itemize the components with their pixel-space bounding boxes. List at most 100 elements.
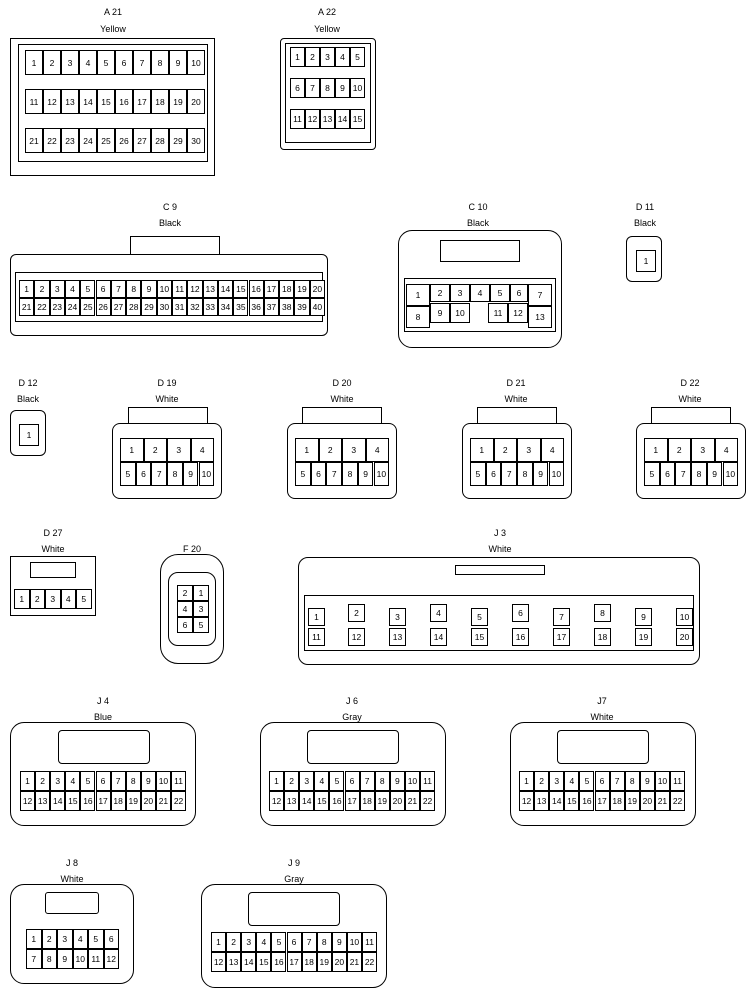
pin-cell: 10 bbox=[676, 608, 693, 626]
pin-cell: 7 bbox=[528, 284, 552, 306]
connector-color: Black bbox=[158, 218, 182, 228]
pin-cell: 15 bbox=[471, 628, 488, 646]
pin-cell: 1 bbox=[26, 929, 42, 949]
pin-cell: 13 bbox=[35, 791, 51, 811]
pin-cell: 12 bbox=[20, 791, 36, 811]
pin-cell: 18 bbox=[151, 89, 169, 114]
pin-cell: 26 bbox=[115, 128, 133, 153]
pin-cell: 10 bbox=[72, 949, 88, 969]
pin-cell: 17 bbox=[133, 89, 151, 114]
pin-cell: 14 bbox=[241, 952, 257, 972]
connector-id: D 20 bbox=[332, 378, 352, 388]
pin-cell: 8 bbox=[151, 50, 169, 75]
pin-cell: 33 bbox=[202, 298, 218, 316]
housing-inner bbox=[168, 572, 216, 646]
pin-cell: 17 bbox=[594, 791, 610, 811]
pin-cell: 32 bbox=[187, 298, 203, 316]
pin-cell: 1 bbox=[193, 585, 209, 601]
pin-cell: 13 bbox=[389, 628, 406, 646]
pin-cell: 14 bbox=[430, 628, 447, 646]
pin-cell: 14 bbox=[299, 791, 315, 811]
pin-cell: 19 bbox=[624, 791, 640, 811]
pin-cell: 3 bbox=[167, 438, 191, 462]
pin-cell: 25 bbox=[80, 298, 96, 316]
pin-cell: 2 bbox=[430, 284, 450, 302]
pin-cell: 2 bbox=[143, 438, 167, 462]
pin-cell: 20 bbox=[676, 628, 693, 646]
pin-cell: 6 bbox=[286, 932, 302, 952]
connector-color: Yellow bbox=[100, 24, 126, 34]
pin-cell: 5 bbox=[295, 462, 311, 486]
pin-cell: 5 bbox=[271, 932, 287, 952]
pin-cell: 3 bbox=[49, 280, 65, 298]
pin-cell: 2 bbox=[493, 438, 517, 462]
pin-cell: 22 bbox=[34, 298, 50, 316]
pin-cell: 2 bbox=[177, 585, 193, 601]
pin-cell: 10 bbox=[198, 462, 215, 486]
pin-cell: 15 bbox=[97, 89, 115, 114]
pin-cell: 17 bbox=[286, 952, 302, 972]
pin-cell: 7 bbox=[301, 932, 317, 952]
pin-cell: 28 bbox=[151, 128, 169, 153]
pin-cell: 1 bbox=[25, 50, 43, 75]
pin-cell: 16 bbox=[271, 952, 287, 972]
pin-cell: 1 bbox=[636, 250, 656, 272]
connector-color: Black bbox=[466, 218, 490, 228]
pin-cell: 9 bbox=[389, 771, 405, 791]
pin-cell: 17 bbox=[263, 280, 280, 298]
pin-cell: 15 bbox=[256, 952, 272, 972]
pin-cell: 4 bbox=[65, 771, 81, 791]
pin-cell: 6 bbox=[95, 771, 111, 791]
housing-inner bbox=[404, 278, 556, 332]
connector-color: Gray bbox=[342, 712, 362, 722]
pin-cell: 14 bbox=[217, 280, 234, 298]
pin-cell: 4 bbox=[256, 932, 272, 952]
pin-cell: 25 bbox=[97, 128, 115, 153]
pin-cell: 10 bbox=[156, 280, 172, 298]
pin-cell: 5 bbox=[490, 284, 510, 302]
pin-cell: 16 bbox=[329, 791, 345, 811]
pin-cell: 21 bbox=[346, 952, 362, 972]
pin-cell: 13 bbox=[226, 952, 242, 972]
pin-cell: 24 bbox=[64, 298, 81, 316]
pin-cell: 13 bbox=[61, 89, 79, 114]
pin-cell: 15 bbox=[314, 791, 330, 811]
pin-cell: 5 bbox=[120, 462, 136, 486]
pin-cell: 15 bbox=[564, 791, 580, 811]
pin-cell: 20 bbox=[309, 280, 325, 298]
pin-cell: 4 bbox=[79, 50, 97, 75]
pin-cell: 6 bbox=[135, 462, 152, 486]
pin-cell: 10 bbox=[155, 771, 171, 791]
pin-cell: 8 bbox=[167, 462, 183, 486]
pin-cell: 18 bbox=[279, 280, 295, 298]
pin-cell: 21 bbox=[404, 791, 420, 811]
pin-cell: 16 bbox=[512, 628, 529, 646]
connector-id: C 10 bbox=[468, 202, 488, 212]
housing-inner bbox=[304, 595, 694, 651]
pin-cell: 9 bbox=[169, 50, 187, 75]
pin-cell: 14 bbox=[50, 791, 66, 811]
pin-cell: 21 bbox=[25, 128, 43, 153]
pin-cell: 27 bbox=[110, 298, 127, 316]
pin-cell: 17 bbox=[553, 628, 570, 646]
pin-cell: 6 bbox=[115, 50, 133, 75]
pin-cell: 12 bbox=[103, 949, 119, 969]
pin-cell: 12 bbox=[269, 791, 285, 811]
pin-cell: 20 bbox=[331, 952, 347, 972]
pin-cell: 2 bbox=[667, 438, 691, 462]
pin-cell: 18 bbox=[110, 791, 126, 811]
pin-cell: 3 bbox=[45, 589, 61, 609]
pin-cell: 2 bbox=[348, 604, 365, 622]
connector-id: D 11 bbox=[635, 202, 655, 212]
pin-cell: 11 bbox=[290, 109, 305, 129]
latch bbox=[307, 730, 399, 764]
pin-cell: 4 bbox=[60, 589, 76, 609]
pin-cell: 11 bbox=[670, 771, 686, 791]
pin-cell: 6 bbox=[95, 280, 111, 298]
pin-cell: 24 bbox=[79, 128, 97, 153]
pin-cell: 20 bbox=[187, 89, 205, 114]
connector-color: Blue bbox=[93, 712, 113, 722]
pin-cell: 17 bbox=[344, 791, 360, 811]
connector-id: D 27 bbox=[43, 528, 63, 538]
pin-cell: 12 bbox=[305, 109, 320, 129]
